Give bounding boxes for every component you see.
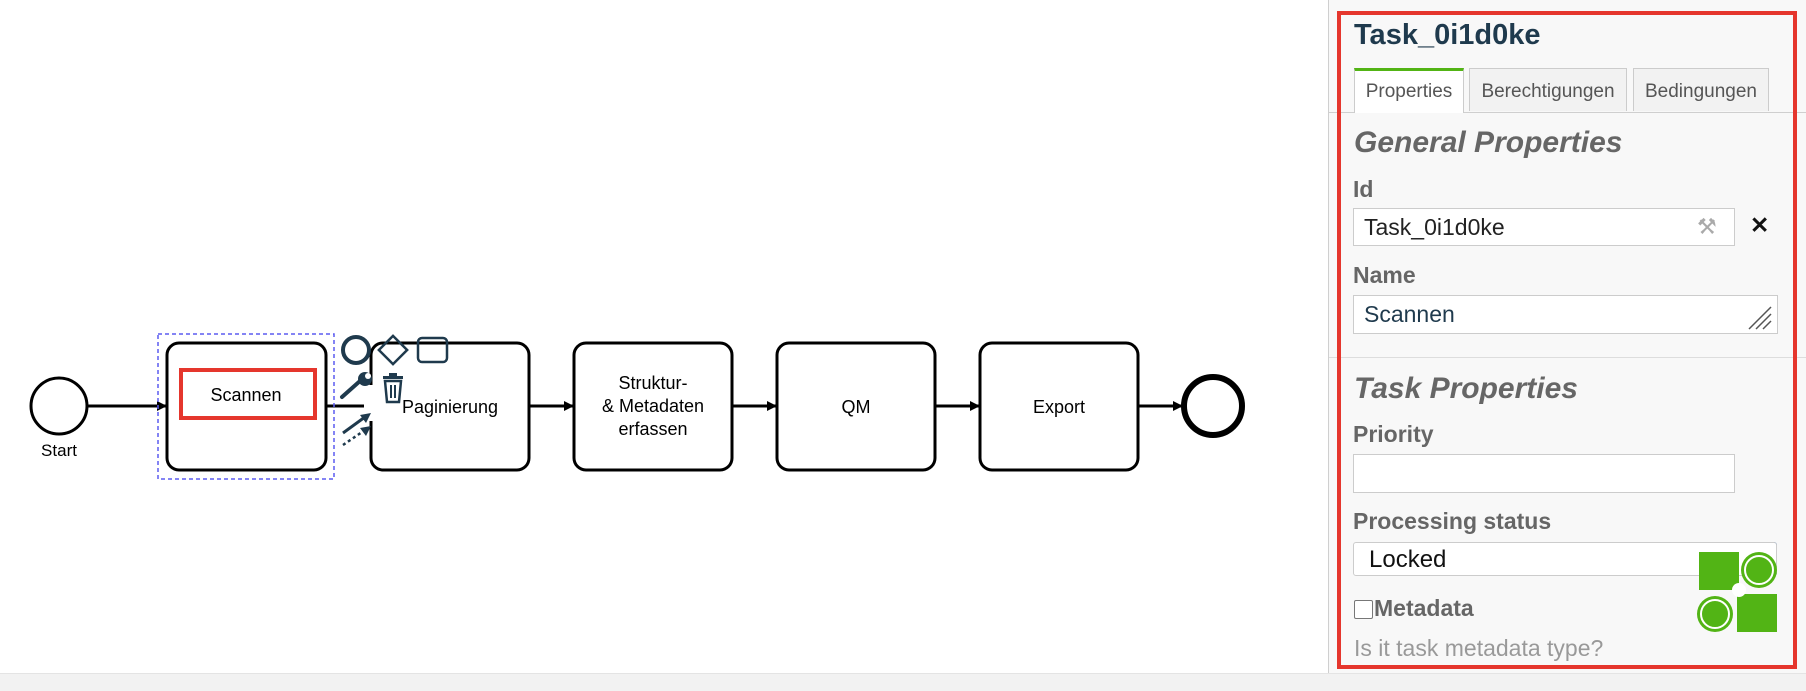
task-label-struktur-line3: erfassen: [618, 419, 687, 439]
tab-berechtigungen[interactable]: Berechtigungen: [1469, 68, 1627, 111]
bottom-bar: [0, 673, 1806, 691]
task-label-paginierung: Paginierung: [402, 397, 498, 417]
diagram-canvas[interactable]: Start Scannen Paginierung Struktur- & Me…: [0, 0, 1328, 673]
processing-status-label: Processing status: [1353, 508, 1552, 534]
id-field[interactable]: Task_0i1d0ke: [1353, 208, 1735, 246]
task-label-qm: QM: [842, 397, 871, 417]
task-icon[interactable]: [416, 336, 449, 364]
edit-id-icon[interactable]: ⚒: [1697, 214, 1717, 239]
start-event[interactable]: [29, 376, 89, 436]
task-properties-heading: Task Properties: [1354, 372, 1578, 405]
properties-tabs: Properties Berechtigungen Bedingungen: [1329, 66, 1806, 113]
name-label: Name: [1353, 262, 1416, 288]
metadata-hint: Is it task metadata type?: [1354, 635, 1604, 661]
task-label-export: Export: [1033, 397, 1085, 417]
task-label-scannen: Scannen: [210, 385, 281, 405]
selection-outline: [157, 333, 335, 480]
priority-label: Priority: [1353, 421, 1434, 447]
task-label-struktur-line1: Struktur-: [618, 373, 687, 393]
id-label: Id: [1353, 176, 1374, 202]
tab-properties[interactable]: Properties: [1354, 68, 1464, 113]
metadata-checkbox[interactable]: [1354, 600, 1373, 619]
task-label-highlight: [179, 368, 317, 420]
task-struktur-metadaten[interactable]: Struktur- & Metadaten erfassen: [572, 341, 734, 472]
tab-bedingungen[interactable]: Bedingungen: [1633, 68, 1769, 111]
puzzle-gear-logo-icon: [1697, 552, 1777, 632]
task-qm[interactable]: QM: [775, 341, 937, 472]
priority-field[interactable]: [1353, 454, 1735, 493]
connect-arrow-icon[interactable]: [342, 413, 371, 435]
resize-handle-icon[interactable]: [1745, 303, 1775, 333]
panel-title: Task_0i1d0ke: [1354, 19, 1541, 51]
section-divider: [1329, 357, 1806, 358]
name-field[interactable]: Scannen: [1353, 295, 1778, 334]
task-paginierung[interactable]: Paginierung: [364, 341, 531, 472]
circle-icon[interactable]: [341, 335, 371, 365]
task-scannen[interactable]: Scannen: [157, 333, 335, 480]
task-label-struktur-line2: & Metadaten: [602, 396, 704, 416]
start-event-label: Start: [41, 441, 77, 460]
context-pad: [340, 334, 449, 447]
dotted-arrow-icon[interactable]: [342, 426, 371, 447]
clear-id-icon[interactable]: ✕: [1750, 212, 1770, 238]
end-event[interactable]: [1181, 374, 1245, 438]
task-export[interactable]: Export: [978, 341, 1140, 472]
metadata-label: Metadata: [1374, 595, 1474, 621]
wrench-icon[interactable]: [340, 372, 372, 399]
trash-icon[interactable]: [383, 373, 403, 404]
diamond-icon[interactable]: [377, 334, 409, 366]
general-properties-heading: General Properties: [1354, 126, 1623, 159]
bpmn-diagram: Start Scannen Paginierung Struktur- & Me…: [29, 333, 1245, 480]
